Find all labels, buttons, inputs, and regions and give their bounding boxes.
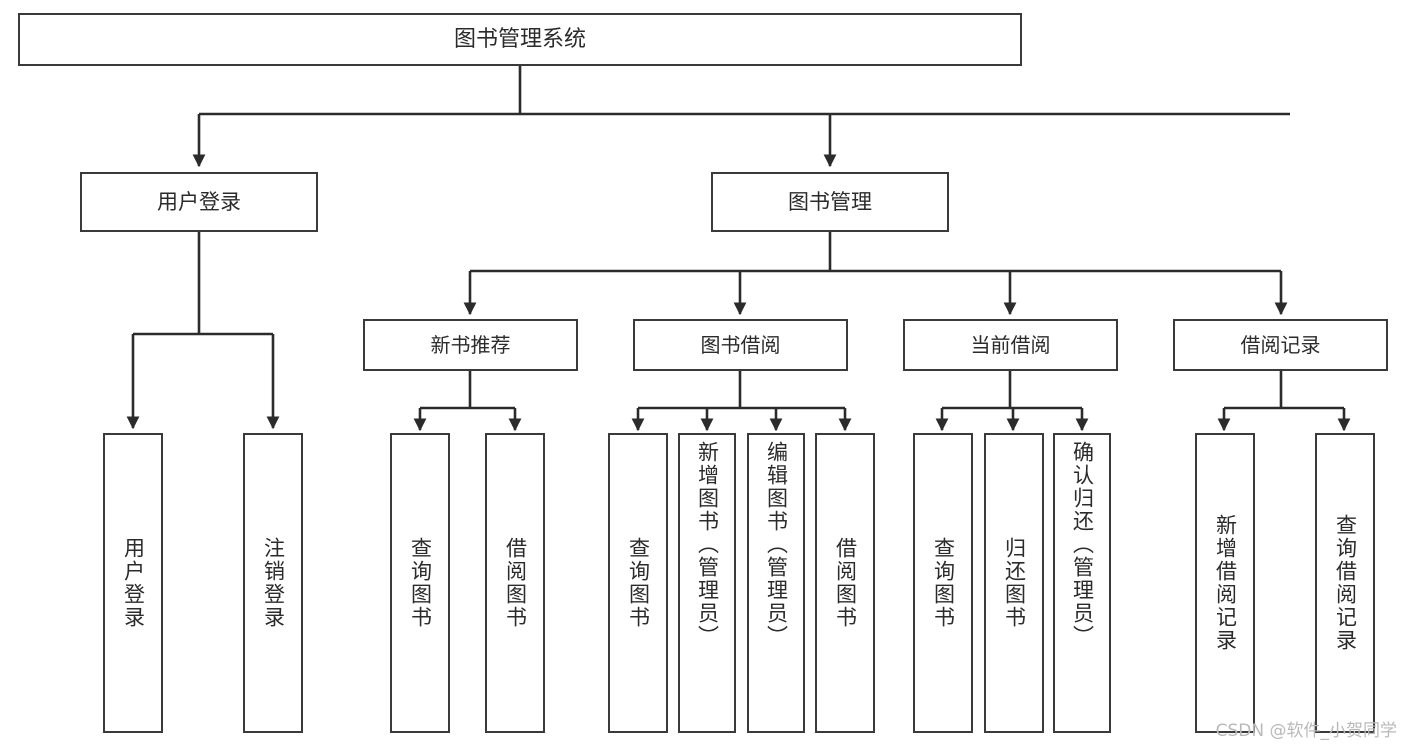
node-leaf-label: 新增图书（管理员）	[695, 441, 720, 648]
node-leaf-borrow-edit-book-admin[interactable]: 编辑图书（管理员）	[747, 433, 805, 733]
node-root-book-management-system[interactable]: 图书管理系统	[18, 13, 1022, 66]
node-book-management[interactable]: 图书管理	[711, 172, 949, 232]
node-leaf-borrow-add-book-admin[interactable]: 新增图书（管理员）	[678, 433, 736, 733]
node-book-borrow[interactable]: 图书借阅	[633, 319, 848, 371]
node-leaf-current-confirm-return-admin[interactable]: 确认归还（管理员）	[1053, 433, 1111, 733]
node-leaf-label: 编辑图书（管理员）	[764, 441, 789, 648]
node-leaf-label: 新增借阅记录	[1213, 514, 1238, 652]
node-root-label: 图书管理系统	[453, 26, 586, 52]
node-leaf-record-add-record[interactable]: 新增借阅记录	[1195, 433, 1255, 733]
node-book-management-label: 图书管理	[788, 189, 872, 214]
node-leaf-user-login-login[interactable]: 用户登录	[103, 433, 163, 733]
node-leaf-label: 查询图书	[626, 537, 651, 629]
node-leaf-current-query-book[interactable]: 查询图书	[913, 433, 973, 733]
node-current-borrow[interactable]: 当前借阅	[903, 319, 1118, 371]
node-leaf-record-query-record[interactable]: 查询借阅记录	[1315, 433, 1375, 733]
node-leaf-new-book-borrow[interactable]: 借阅图书	[485, 433, 545, 733]
node-leaf-borrow-borrow-book[interactable]: 借阅图书	[815, 433, 875, 733]
node-new-book-recommend-label: 新书推荐	[430, 332, 511, 357]
node-new-book-recommend[interactable]: 新书推荐	[363, 319, 578, 371]
node-leaf-label: 借阅图书	[503, 537, 528, 629]
node-current-borrow-label: 当前借阅	[970, 332, 1051, 357]
node-leaf-label: 归还图书	[1002, 537, 1027, 629]
node-leaf-label: 查询借阅记录	[1333, 514, 1358, 652]
node-book-borrow-label: 图书借阅	[700, 332, 781, 357]
node-leaf-label: 确认归还（管理员）	[1070, 441, 1095, 648]
node-leaf-borrow-query-book[interactable]: 查询图书	[608, 433, 668, 733]
node-leaf-current-return-book[interactable]: 归还图书	[984, 433, 1044, 733]
node-leaf-new-book-query[interactable]: 查询图书	[390, 433, 450, 733]
node-leaf-user-login-logout[interactable]: 注销登录	[243, 433, 303, 733]
node-leaf-label: 查询图书	[408, 537, 433, 629]
node-leaf-label: 借阅图书	[833, 537, 858, 629]
node-leaf-label: 注销登录	[261, 537, 286, 629]
node-leaf-label: 查询图书	[931, 537, 956, 629]
node-user-login[interactable]: 用户登录	[80, 172, 318, 232]
node-user-login-label: 用户登录	[157, 189, 241, 214]
node-leaf-label: 用户登录	[121, 537, 146, 629]
node-borrow-record-label: 借阅记录	[1240, 332, 1321, 357]
node-borrow-record[interactable]: 借阅记录	[1173, 319, 1388, 371]
